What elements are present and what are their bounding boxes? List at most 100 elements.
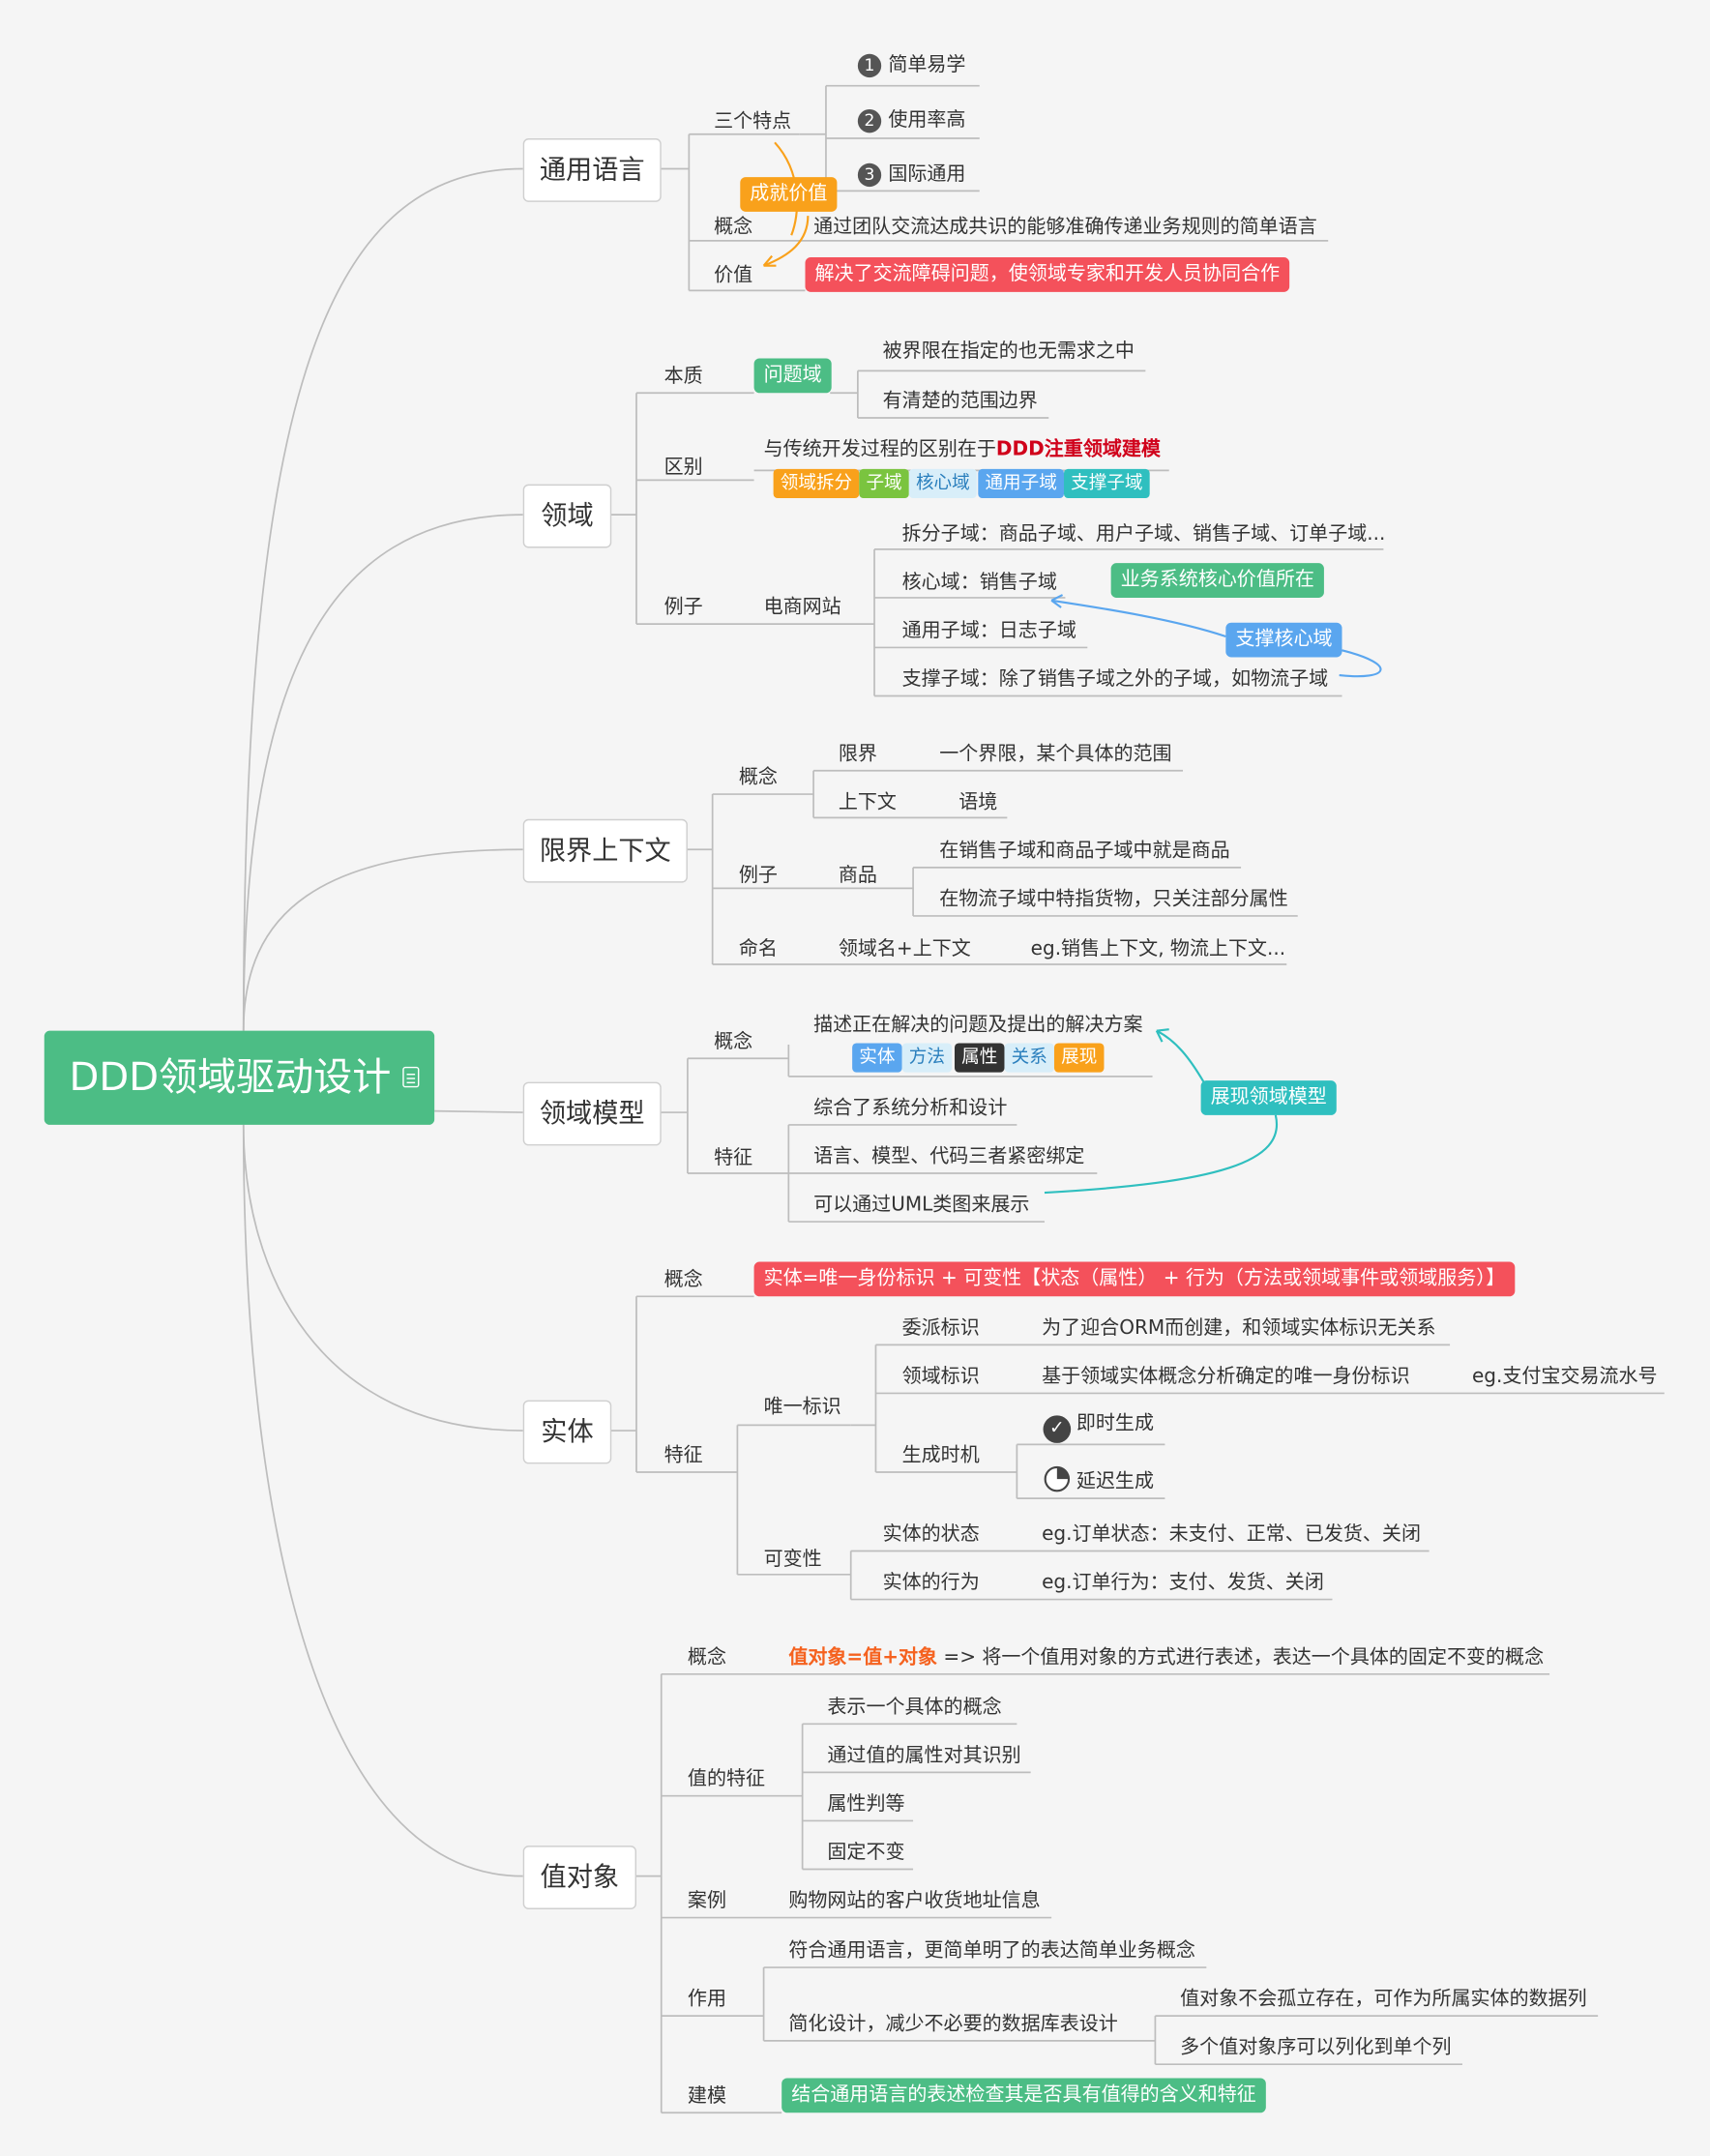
label-domain-id: 领域标识 [901, 1365, 980, 1388]
feature-2-text: 使用率高 [888, 109, 966, 132]
model-feature-3: 可以通过UML类图来展示 [813, 1194, 1030, 1217]
vo-feature-2: 通过值的属性对其识别 [827, 1744, 1021, 1767]
vo-concept-emphasis: 值对象=值+对象 [788, 1646, 938, 1669]
domain-id-text: 基于领域实体概念分析确定的唯一身份标识 [1042, 1365, 1410, 1388]
label-essence: 本质 [663, 365, 703, 388]
topic-domain-model[interactable]: 领域模型 [522, 1081, 662, 1146]
topic-entity[interactable]: 实体 [522, 1400, 612, 1464]
tag-method[interactable]: 方法 [901, 1043, 953, 1073]
vo-modeling-highlight[interactable]: 结合通用语言的表述检查其是否具有值得的含义和特征 [781, 2078, 1266, 2113]
entity-behavior-text: eg.订单行为：支付、发货、关闭 [1042, 1571, 1324, 1594]
example-generic: 通用子域：日志子域 [901, 619, 1076, 642]
label-ctx-example: 例子 [738, 865, 778, 887]
topic-bounded-context[interactable]: 限界上下文 [522, 818, 688, 883]
root-label: DDD领域驱动设计 [69, 1053, 392, 1101]
naming-text: 领域名+上下文 [838, 937, 971, 960]
entity-state-text: eg.订单状态：未支付、正常、已发货、关闭 [1042, 1522, 1421, 1546]
label-vo-use: 作用 [687, 1988, 726, 2011]
label-generation-timing: 生成时机 [901, 1444, 980, 1467]
tag-core-domain[interactable]: 核心域 [908, 468, 977, 498]
vo-concept-text: 值对象=值+对象 => 将一个值用对象的方式进行表述，表达一个具体的固定不变的概… [788, 1645, 1544, 1670]
number-1-icon: 1 [857, 53, 882, 78]
number-3-icon: 3 [857, 162, 882, 188]
example-core: 核心域：销售子域 [901, 571, 1057, 594]
example-ecommerce: 电商网站 [763, 596, 841, 619]
tag-problem-domain[interactable]: 问题域 [753, 358, 832, 394]
label-vo-modeling: 建模 [687, 2084, 726, 2108]
domain-id-example: eg.支付宝交易流水号 [1471, 1365, 1658, 1388]
callout-show-model[interactable]: 展现领域模型 [1200, 1080, 1337, 1115]
checkmark-icon: ✓ [1043, 1415, 1072, 1443]
tag-entity[interactable]: 实体 [852, 1043, 902, 1073]
number-2-icon: 2 [857, 109, 882, 133]
tag-presentation[interactable]: 展现 [1053, 1043, 1105, 1073]
context-text: 语境 [958, 791, 998, 814]
progress-pie-icon [1044, 1465, 1071, 1492]
essence-item-2: 有清楚的范围边界 [882, 390, 1038, 413]
feature-1-text: 简单易学 [888, 53, 966, 76]
vo-feature-3: 属性判等 [827, 1792, 905, 1816]
label-entity-behavior: 实体的行为 [882, 1571, 980, 1594]
tag-support-subdomain[interactable]: 支撑子域 [1063, 468, 1150, 498]
ubiquitous-value-highlight[interactable]: 解决了交流障碍问题，使领域专家和开发人员协同合作 [805, 257, 1290, 292]
vo-feature-4: 固定不变 [827, 1841, 905, 1864]
model-feature-2: 语言、模型、代码三者紧密绑定 [813, 1145, 1085, 1168]
label-value: 价值 [714, 264, 753, 287]
topic-ubiquitous-language[interactable]: 通用语言 [522, 138, 662, 202]
vo-use-sub-2: 多个值对象序可以列化到单个列 [1180, 2036, 1452, 2059]
vo-use-2: 简化设计，减少不必要的数据库表设计 [788, 2013, 1118, 2036]
tag-relation[interactable]: 关系 [1004, 1043, 1055, 1073]
label-three-features: 三个特点 [714, 110, 792, 133]
tag-attribute[interactable]: 属性 [954, 1043, 1005, 1073]
label-example: 例子 [663, 596, 703, 619]
example-split: 拆分子域：商品子域、用户子域、销售子域、订单子域... [901, 522, 1386, 546]
feature-2: 2 使用率高 [857, 108, 966, 133]
label-mutability: 可变性 [763, 1548, 822, 1571]
vo-feature-1: 表示一个具体的概念 [827, 1696, 1002, 1719]
label-entity-concept: 概念 [663, 1268, 703, 1291]
note-icon[interactable] [401, 1066, 419, 1087]
example-support: 支撑子域：除了销售子域之外的子域，如物流子域 [901, 667, 1329, 691]
goods-item-1: 在销售子域和商品子域中就是商品 [939, 840, 1230, 863]
label-naming: 命名 [738, 937, 778, 960]
model-concept-text: 描述正在解决的问题及提出的解决方案 [813, 1014, 1143, 1037]
tag-generic-subdomain[interactable]: 通用子域 [978, 468, 1065, 498]
tag-domain-split[interactable]: 领域拆分 [773, 468, 860, 498]
vo-case-text: 购物网站的客户收货地址信息 [788, 1889, 1041, 1912]
feature-1: 1 简单易学 [857, 52, 966, 78]
vo-concept-rest: => 将一个值用对象的方式进行表述，表达一个具体的固定不变的概念 [943, 1646, 1545, 1669]
label-vo-case: 案例 [687, 1889, 726, 1912]
callout-support-core[interactable]: 支撑核心域 [1225, 622, 1342, 658]
label-goods: 商品 [838, 865, 877, 887]
vo-use-1: 符合通用语言，更简单明了的表达简单业务概念 [788, 1939, 1195, 1963]
naming-example: eg.销售上下文, 物流上下文... [1030, 937, 1286, 960]
callout-core-value[interactable]: 业务系统核心价值所在 [1110, 563, 1324, 598]
label-vo-concept: 概念 [687, 1646, 726, 1669]
feature-3-text: 国际通用 [888, 162, 966, 186]
label-vo-feature: 值的特征 [687, 1768, 766, 1790]
label-entity-state: 实体的状态 [882, 1522, 980, 1546]
topic-domain[interactable]: 领域 [522, 484, 612, 548]
gen-immediate-text: 即时生成 [1076, 1412, 1154, 1435]
entity-concept-highlight[interactable]: 实体=唯一身份标识 + 可变性【状态（属性） + 行为（方法或领域事件或领域服务… [753, 1261, 1516, 1297]
ubiquitous-concept-text: 通过团队交流达成共识的能够准确传递业务规则的简单语言 [813, 216, 1317, 239]
tag-subdomain[interactable]: 子域 [859, 468, 909, 498]
label-delegate-id: 委派标识 [901, 1316, 980, 1340]
topic-value-object[interactable]: 值对象 [522, 1846, 636, 1909]
label-bound: 限界 [838, 743, 877, 766]
label-difference: 区别 [663, 457, 703, 479]
model-feature-1: 综合了系统分析和设计 [813, 1097, 1008, 1120]
label-ctx-concept: 概念 [738, 766, 778, 789]
gen-delayed-text: 延迟生成 [1076, 1470, 1154, 1493]
label-concept: 概念 [714, 216, 753, 239]
callout-achieve-value[interactable]: 成就价值 [740, 177, 838, 212]
label-unique-id: 唯一标识 [763, 1396, 841, 1419]
essence-item-1: 被界限在指定的也无需求之中 [882, 340, 1135, 363]
bound-text: 一个界限，某个具体的范围 [939, 743, 1172, 766]
root-node[interactable]: DDD领域驱动设计 [44, 1030, 435, 1125]
label-model-feature: 特征 [714, 1146, 753, 1169]
label-context: 上下文 [838, 791, 897, 814]
